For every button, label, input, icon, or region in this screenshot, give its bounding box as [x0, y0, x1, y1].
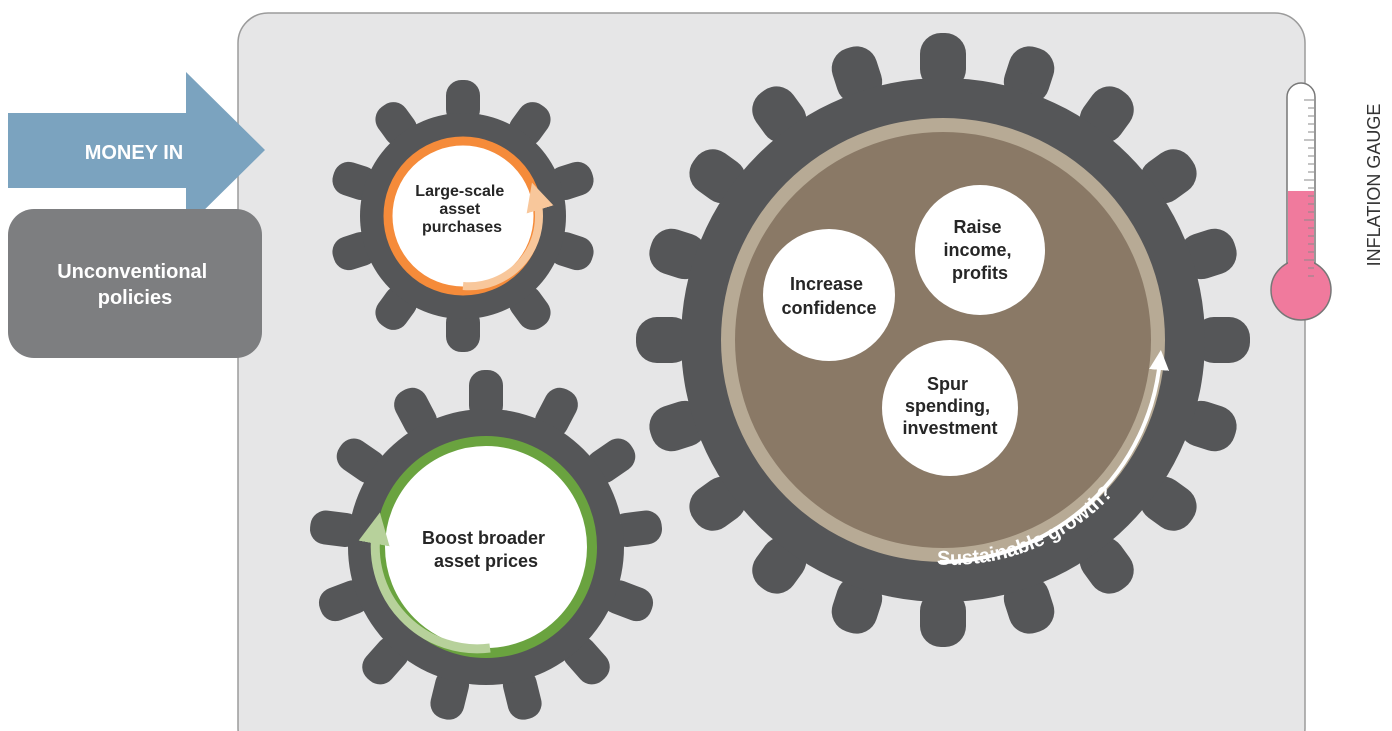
bubble-spending-label: Spur spending, investment: [902, 374, 997, 438]
gear-medium-tooth: [469, 370, 503, 421]
bubble-income-label: Raise income, profits: [943, 217, 1016, 283]
gear-large-tooth: [920, 590, 966, 647]
medium-gear-rotation-arrow: [358, 512, 491, 654]
policies-line-1: Unconventional: [57, 261, 207, 283]
growth-arrow: [939, 350, 1170, 564]
gear-large-tooth: [920, 33, 966, 90]
policies-line-2: policies: [98, 287, 172, 309]
small-gear-label: Large-scale asset purchases: [415, 183, 508, 236]
thermometer-icon: [1270, 82, 1332, 321]
bubble-spur-spending: [882, 340, 1018, 476]
bubble-increase-confidence: [763, 229, 895, 361]
bubble-confidence-label: Increase confidence: [781, 274, 876, 318]
thermometer-ticks: [1304, 99, 1314, 277]
gear-large-tooth: [1193, 317, 1250, 363]
bubble-raise-income: [915, 185, 1045, 315]
thermometer-fill: [1288, 190, 1314, 277]
inflation-gauge-label: INFLATION GAUGE: [1364, 104, 1384, 267]
policies-label: Unconventional policies: [57, 261, 213, 309]
medium-gear-green-ring: [375, 436, 597, 658]
money-in-arrow: [8, 72, 265, 228]
policies-box: [8, 209, 262, 358]
medium-gear-label: Boost broader asset prices: [422, 528, 550, 571]
gear-large-tooth: [636, 317, 693, 363]
money-in-label: MONEY IN: [85, 142, 184, 164]
small-gear-rotation-arrow: [462, 182, 554, 291]
